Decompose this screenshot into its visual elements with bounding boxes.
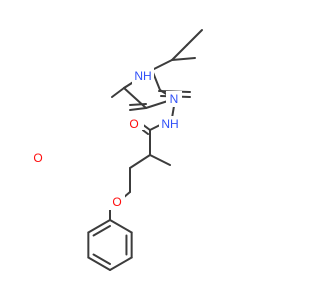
bond-phenyl-double-2	[92, 253, 111, 265]
atom-nh-ring-label: NH	[134, 69, 151, 83]
bond-c4-methyl	[171, 57, 196, 61]
bond-phenyl-0	[87, 219, 111, 234]
atom-nh-ring: NH	[132, 68, 154, 84]
bond-c2-to-n1-part	[111, 87, 125, 98]
bond-methyl-branch	[149, 154, 171, 166]
atom-label-group: O NH O N NH O O	[30, 68, 182, 210]
atom-o-ether: O	[109, 194, 125, 210]
bond-c2-o	[129, 107, 147, 111]
atom-nh-amide-label: NH	[161, 117, 178, 131]
bond-phenyl-5	[109, 219, 133, 234]
bond-ethyl-2	[186, 29, 203, 46]
atom-o-amide: O	[126, 116, 142, 132]
bond-phenyl-2	[87, 256, 111, 271]
atom-nh-amide: NH	[159, 116, 181, 132]
atom-n-ring-label: N	[170, 92, 179, 106]
bond-phenyl-double-0	[92, 225, 111, 237]
bond-group	[87, 29, 203, 271]
bond-chain-1	[129, 154, 151, 169]
bond-c2-o-double	[129, 103, 147, 106]
bond-c4-up	[151, 59, 173, 71]
atom-o-ether-label: O	[112, 195, 121, 209]
atom-o-amide-label: O	[129, 117, 138, 131]
bond-phenyl-3	[109, 256, 133, 271]
atom-o-ring-top-label: O	[33, 151, 42, 165]
molecule-structure: O NH O N NH O O	[30, 29, 203, 271]
atom-o-ring-top: O	[30, 150, 46, 166]
atom-n-ring: N	[166, 91, 182, 107]
bond-ethyl-1	[171, 44, 188, 61]
